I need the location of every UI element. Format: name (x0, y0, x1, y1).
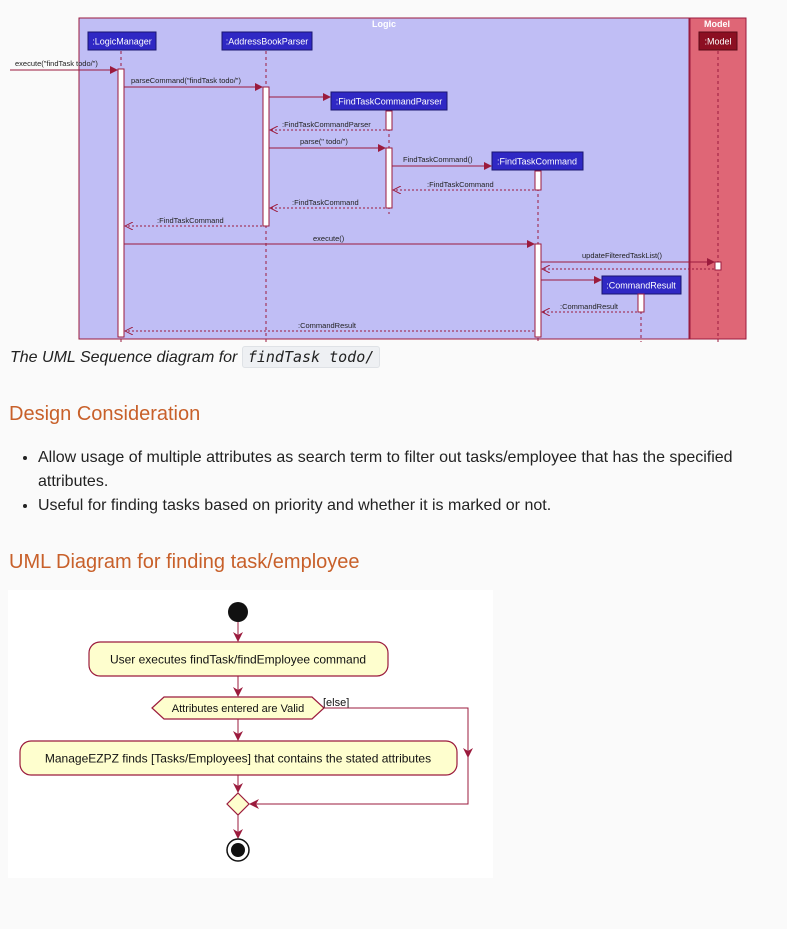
svg-text::FindTaskCommandParser: :FindTaskCommandParser (336, 97, 443, 107)
participant-logic-manager: :LogicManager (87, 31, 157, 51)
label-parse-command: parseCommand("findTask todo/") (131, 76, 241, 85)
else-arrowhead (463, 748, 473, 758)
decision-label: Attributes entered are Valid (172, 703, 304, 715)
start-node (228, 602, 248, 622)
label-parse: parse(" todo/") (300, 137, 348, 146)
caption-code: findTask todo/ (241, 346, 381, 368)
activation-cmd-parser (385, 110, 393, 131)
label-ret-result-final: :CommandResult (298, 321, 357, 330)
model-frame-label: Model (704, 19, 730, 29)
participant-parser: :AddressBookParser (221, 31, 313, 51)
participant-cmd-parser: :FindTaskCommandParser (330, 91, 448, 111)
svg-text::AddressBookParser: :AddressBookParser (226, 37, 309, 47)
activity-step2-label: ManageEZPZ finds [Tasks/Employees] that … (45, 752, 431, 766)
svg-text::Model: :Model (704, 37, 731, 47)
uml-heading: UML Diagram for finding task/employee (9, 551, 360, 573)
activation-model (714, 261, 722, 271)
participant-result: :CommandResult (601, 275, 682, 295)
list-item: Allow usage of multiple attributes as se… (38, 446, 738, 494)
sequence-diagram: Logic Model :LogicManager :AddressBookPa… (10, 17, 747, 342)
label-ret-cmd-lm: :FindTaskCommand (157, 216, 224, 225)
svg-text::CommandResult: :CommandResult (606, 281, 676, 291)
label-create-cmd: FindTaskCommand() (403, 155, 473, 164)
label-execute-in: execute("findTask todo/") (15, 59, 98, 68)
activation-cmd-parser-parse (385, 147, 393, 209)
label-update: updateFilteredTaskList() (582, 251, 663, 260)
activity-step1-label: User executes findTask/findEmployee comm… (110, 653, 366, 667)
figure-caption: The UML Sequence diagram for findTask to… (10, 346, 381, 368)
activation-cmd-execute (534, 243, 542, 338)
label-ret-result: :CommandResult (560, 302, 619, 311)
list-item: Useful for finding tasks based on priori… (38, 494, 738, 518)
label-ret-cmd-outer: :FindTaskCommand (292, 198, 359, 207)
activity-diagram: User executes findTask/findEmployee comm… (8, 590, 493, 878)
activity-background (8, 590, 493, 878)
activation-logic-manager (117, 68, 125, 338)
caption-text: The UML Sequence diagram for (10, 349, 238, 366)
svg-text::LogicManager: :LogicManager (92, 37, 152, 47)
activation-result (637, 293, 645, 313)
end-node-inner (231, 843, 245, 857)
label-ret-parser: :FindTaskCommandParser (282, 120, 371, 129)
activation-parser (262, 86, 270, 227)
design-heading: Design Consideration (9, 403, 201, 425)
participant-model: :Model (698, 31, 738, 51)
svg-text::FindTaskCommand: :FindTaskCommand (497, 157, 577, 167)
activation-cmd-create (534, 170, 542, 191)
design-bullet-list: Allow usage of multiple attributes as se… (18, 446, 738, 518)
label-ret-cmd-inner: :FindTaskCommand (427, 180, 494, 189)
logic-frame-label: Logic (372, 19, 396, 29)
else-label: [else] (323, 697, 349, 709)
logic-frame (78, 17, 690, 340)
label-execute: execute() (313, 234, 345, 243)
participant-cmd: :FindTaskCommand (491, 151, 584, 171)
